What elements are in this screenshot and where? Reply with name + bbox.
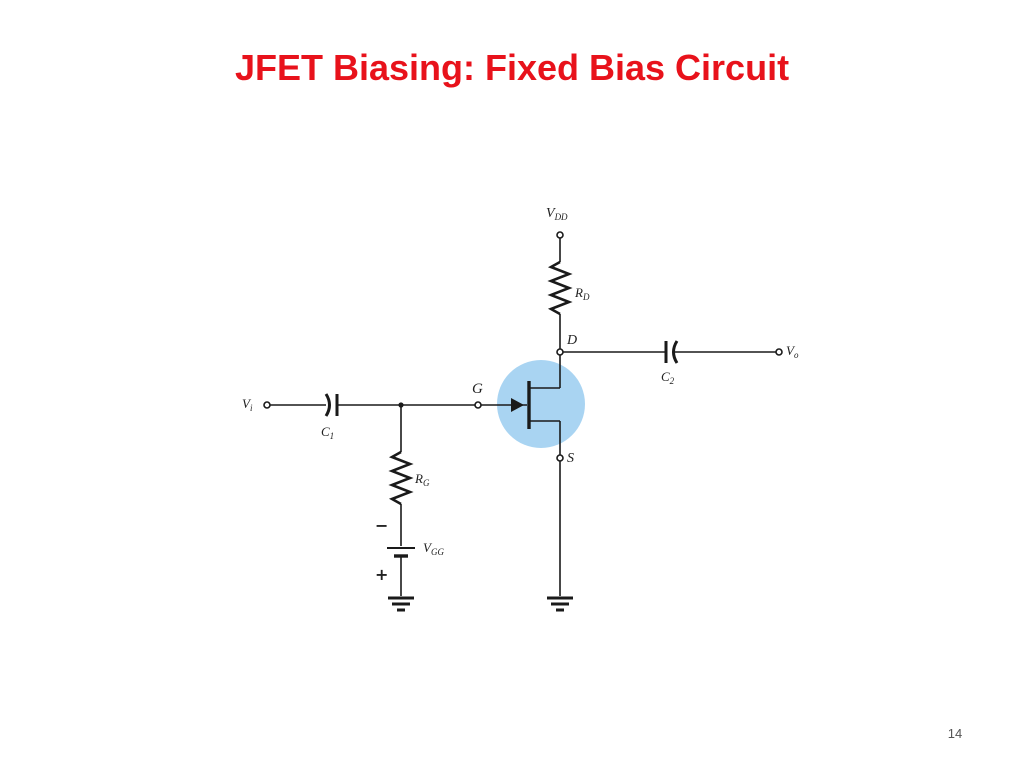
- ground-symbol-left: [388, 596, 414, 612]
- gate-terminal: [474, 401, 482, 409]
- battery-plus-label: +: [375, 565, 388, 584]
- page-number: 14: [947, 726, 963, 741]
- gate-label: G: [472, 381, 483, 397]
- vi-label: Vi: [242, 396, 253, 413]
- gate-resistor: [388, 450, 414, 506]
- drain-terminal: [556, 348, 564, 356]
- rg-label: RG: [414, 471, 430, 488]
- junction-dot: [398, 402, 404, 408]
- vdd-terminal: [556, 231, 564, 239]
- source-label: S: [567, 451, 574, 466]
- slide-title: JFET Biasing: Fixed Bias Circuit: [234, 47, 790, 88]
- vi-terminal: [263, 401, 271, 409]
- ground-symbol-right: [547, 596, 573, 612]
- jfet-highlight: [497, 360, 585, 448]
- c1-label: C1: [321, 424, 334, 441]
- rd-label: RD: [574, 285, 590, 302]
- c2-plate-right: [672, 340, 679, 364]
- source-terminal: [556, 454, 564, 462]
- c1-plate-left: [324, 393, 331, 417]
- drain-resistor: [547, 260, 573, 316]
- c2-label: C2: [661, 369, 675, 386]
- drain-label: D: [566, 333, 577, 348]
- vgg-label: VGG: [423, 540, 444, 557]
- vdd-label: VDD: [546, 206, 568, 222]
- vo-terminal: [775, 348, 783, 356]
- jfet-gate-arrow: [511, 398, 524, 412]
- vo-label: Vo: [786, 343, 799, 360]
- battery-minus-label: −: [375, 516, 388, 535]
